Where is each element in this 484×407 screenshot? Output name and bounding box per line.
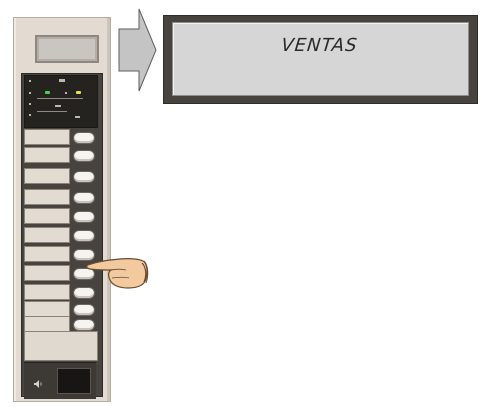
programmable-key[interactable] [24, 147, 96, 163]
key-button[interactable] [73, 319, 95, 331]
key-button[interactable] [73, 230, 95, 242]
status-indicator-green [45, 91, 50, 94]
key-label [24, 246, 70, 262]
key-button[interactable] [73, 304, 95, 316]
programmable-key[interactable] [24, 227, 96, 243]
display-screen [172, 22, 469, 96]
programmable-key[interactable] [24, 189, 96, 205]
phone-top-display [35, 35, 99, 63]
bottom-slot [57, 368, 91, 394]
arrow-right-icon [118, 7, 158, 93]
key-label [24, 316, 70, 332]
programmable-key[interactable] [24, 129, 96, 145]
key-label [24, 208, 70, 224]
status-screen [24, 75, 98, 128]
programmable-key[interactable] [24, 316, 96, 332]
key-label [24, 129, 70, 145]
key-label [24, 189, 70, 205]
key-label [24, 301, 70, 317]
hand-pointer-icon [86, 251, 150, 291]
programmable-key[interactable] [24, 208, 96, 224]
speaker-icon[interactable] [33, 379, 43, 389]
bottom-label-strip [24, 331, 98, 361]
programmable-key[interactable] [24, 168, 96, 184]
key-button[interactable] [73, 132, 95, 144]
status-indicator-yellow [76, 91, 81, 94]
key-label [24, 168, 70, 184]
key-label [24, 284, 70, 300]
key-label [24, 147, 70, 163]
display-text: VENTAS [171, 35, 468, 56]
programmable-key[interactable] [24, 301, 96, 317]
key-button[interactable] [73, 171, 95, 183]
key-button[interactable] [73, 150, 95, 162]
key-button[interactable] [73, 211, 95, 223]
key-label [24, 265, 70, 281]
phone-console [13, 17, 111, 402]
key-button[interactable] [73, 192, 95, 204]
key-label [24, 227, 70, 243]
